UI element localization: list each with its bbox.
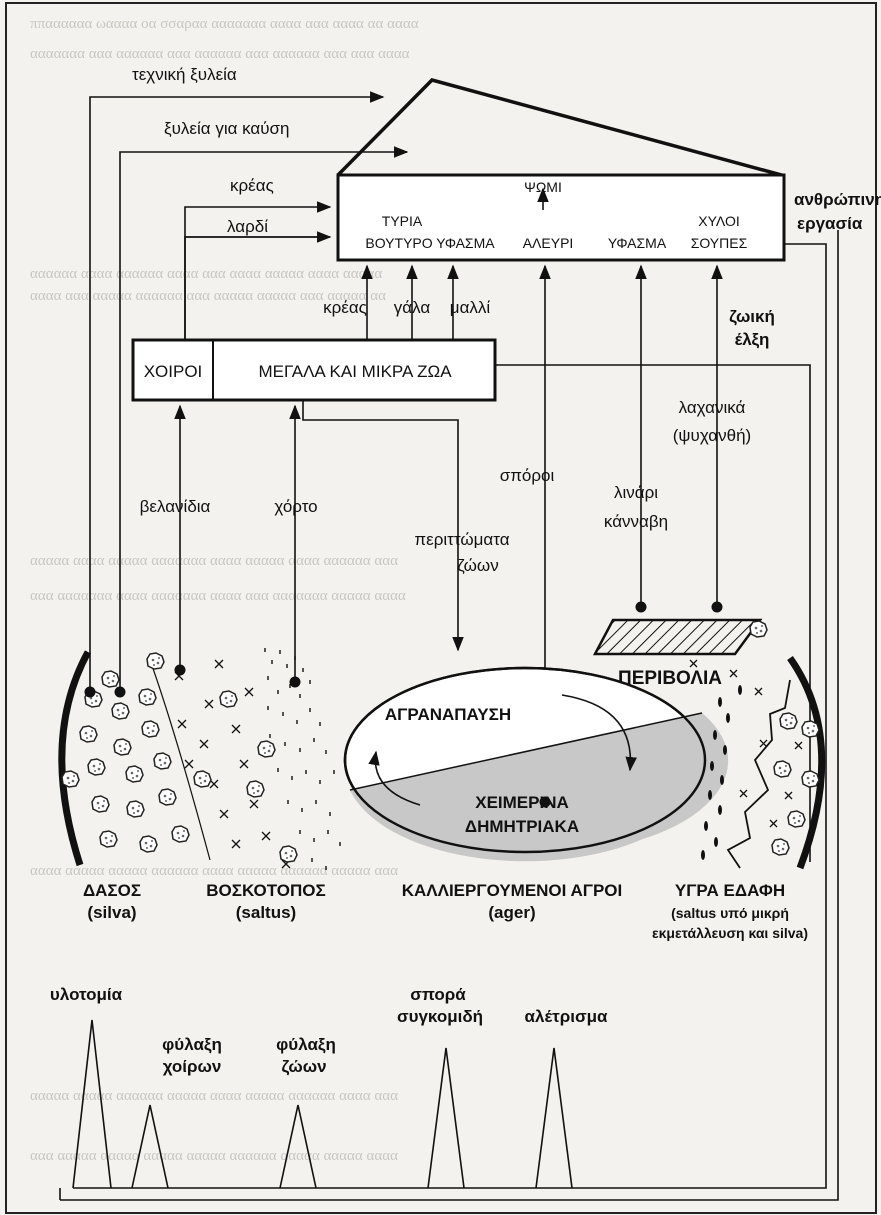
svg-text:ααααα ααααα αααααα ααααα αααα: ααααα ααααα αααααα ααααα αααα ααααα αααα… [30, 1088, 398, 1104]
forest-latin-label: (silva) [87, 903, 136, 922]
sowing-label: σπορά [410, 985, 466, 1004]
manure-label-1: περιττώματα [414, 530, 509, 549]
wetlands-latin-label-1: (saltus υπό μικρή [671, 905, 789, 921]
animals-box [131, 338, 497, 402]
house-roof [336, 78, 786, 178]
forest-label: ΔΑΣΟΣ [83, 881, 141, 900]
svg-text:αααααα αααα αααααα αααα ααα αα: αααααα αααα αααααα αααα ααα αααα ααααα α… [30, 266, 382, 282]
svg-text:ααα ααααααα αααα ααααααα αααα: ααα ααααααα αααα ααααααα αααα ααα αααααα… [30, 588, 406, 604]
seeds-source-dot [539, 796, 551, 808]
human-labor-label-1: ανθρώπινη [794, 190, 881, 209]
threshing-label: αλέτρισμα [525, 1007, 608, 1026]
gardens-label: ΠΕΡΙΒΟΛΙΑ [618, 668, 722, 689]
juices-label: ΧΥΛΟΙ [698, 213, 739, 229]
animal-keeping-label-1: φύλαξη [276, 1035, 336, 1054]
fields-label: ΚΑΛΛΙΕΡΓΟΥΜΕΝΟΙ ΑΓΡΟΙ [402, 881, 623, 900]
grass-label: χόρτο [274, 497, 317, 516]
wetlands-boundary [787, 655, 826, 870]
manure-arrow [302, 400, 464, 652]
svg-text:ααααααα ααα αααααα ααα αααααα: ααααααα ααα αααααα ααα αααααα ααα αααααα… [30, 46, 410, 62]
rotation-arrow-left [368, 750, 421, 806]
bread-label: ΨΩΜΙ [524, 179, 562, 195]
fields-latin-label: (ager) [488, 903, 535, 922]
flax-source-dot [635, 601, 647, 613]
manure-label-2: ζώων [457, 556, 498, 575]
svg-text:αααα ααα ααααα αααααα ααα αααα: αααα ααα ααααα αααααα ααα ααααα ααααα αα… [30, 288, 386, 304]
pasture-latin-label: (saltus) [236, 903, 296, 922]
pasture [174, 659, 291, 869]
vegetables-source-dot [711, 601, 723, 613]
gardens: ΠΕΡΙΒΟΛΙΑ [592, 601, 763, 689]
fallow-label: ΑΓΡΑΝΑΠΑΥΣΗ [385, 705, 511, 724]
pig-keeping-label-1: φύλαξη [162, 1035, 222, 1054]
lard-label: λαρδί [227, 217, 268, 236]
animals: ΧΟΙΡΟΙ ΜΕΓΑΛΑ ΚΑΙ ΜΙΚΡΑ ΖΩΑ [131, 338, 497, 402]
gardens-plot [592, 618, 763, 656]
winter-grain-label-1: ΧΕΙΜΕΡΙΝΑ [475, 793, 569, 812]
svg-text:ππαααααα ωαααα οα σσαραα ααααα: ππαααααα ωαααα οα σσαραα ααααααα αααα αα… [30, 16, 419, 32]
acorns-label: βελανίδια [140, 497, 211, 516]
human-labor-line-inner [73, 243, 827, 1189]
cheese-label: ΤΥΡΙΑ [382, 213, 423, 229]
hemp-label: κάνναβη [604, 512, 668, 531]
wool-label: μαλλί [450, 298, 491, 317]
fields-divider [349, 712, 703, 791]
labor-spikes [59, 1019, 573, 1200]
frame-border [5, 2, 877, 1214]
wetlands-edge [726, 679, 791, 869]
forest-pasture-boundary [149, 659, 211, 861]
human-labor-line-outer [60, 230, 839, 1201]
household: ΨΩΜΙ ΤΥΡΙΑ ΒΟΥΤΥΡΟ ΥΦΑΣΜΑ ΑΛΕΥΡΙ ΥΦΑΣΜΑ … [336, 78, 786, 262]
animal-draft-label-1: ζωική [729, 307, 775, 326]
bleed-through-text: ππαααααα ωαααα οα σσαραα ααααααα αααα αα… [30, 16, 419, 1164]
forest [58, 650, 211, 867]
meat-label-top: κρέας [230, 176, 274, 195]
winter-grain-fill [350, 713, 729, 853]
rotation-arrow-right [561, 694, 637, 772]
soups-label: ΣΟΥΠΕΣ [691, 235, 748, 251]
technical-wood-arrow [89, 91, 385, 690]
forest-boundary [58, 650, 92, 867]
cloth-label: ΥΦΑΣΜΑ [608, 235, 667, 251]
pasture-label: ΒΟΣΚΟΤΟΠΟΣ [206, 881, 325, 900]
butter-cloth-label: ΒΟΥΤΥΡΟ ΥΦΑΣΜΑ [365, 235, 495, 251]
grass-marks [264, 648, 341, 870]
human-labor-label-2: εργασία [797, 214, 863, 233]
vegetables-label-2: (ψυχανθή) [673, 426, 751, 445]
firewood-arrow [119, 146, 409, 690]
animal-keeping-label-2: ζώων [281, 1057, 326, 1076]
flax-label: λινάρι [614, 483, 658, 502]
cultivated-fields: ΑΓΡΑΝΑΠΑΥΣΗ ΧΕΙΜΕΡΙΝΑ ΔΗΜΗΤΡΙΑΚΑ [343, 666, 729, 862]
fields-ellipse-outline [343, 666, 707, 854]
svg-text:ααααα αααα ααααα ααααααα αααα: ααααα αααα ααααα ααααααα αααα ααααα αααα… [30, 553, 398, 569]
wetlands-label: ΥΓΡΑ ΕΔΑΦΗ [675, 881, 785, 900]
harvest-label: συγκομιδή [397, 1007, 483, 1026]
technical-wood-label: τεχνική ξυλεία [132, 65, 237, 84]
meat-label: κρέας [323, 298, 367, 317]
seeds-label: σπόροι [500, 466, 555, 485]
pig-keeping-label-2: χοίρων [163, 1057, 222, 1076]
logging-label: υλοτομία [50, 985, 123, 1004]
svg-text:αααα ααααα ααααα αααααα αααα α: αααα ααααα ααααα αααααα αααα ααααα ααααα… [30, 863, 398, 879]
milk-label: γάλα [394, 298, 431, 317]
vegetables-label-1: λαχανικά [679, 398, 746, 417]
wetlands [689, 620, 826, 870]
firewood-label: ξυλεία για καύση [164, 119, 290, 138]
household-box [336, 173, 786, 262]
pigs-label: ΧΟΙΡΟΙ [144, 362, 203, 381]
large-small-animals-label: ΜΕΓΑΛΑ ΚΑΙ ΜΙΚΡΑ ΖΩΑ [258, 362, 452, 381]
animal-draft-label-2: έλξη [735, 330, 770, 349]
wetlands-latin-label-2: εκμετάλλευση και silva) [652, 925, 808, 941]
winter-grain-label-2: ΔΗΜΗΤΡΙΑΚΑ [465, 817, 579, 836]
flour-label: ΑΛΕΥΡΙ [523, 235, 574, 251]
svg-text:ααα ααααα ααααα ααααα ααααα αα: ααα ααααα ααααα ααααα ααααα αααααα ααααα… [30, 1148, 398, 1164]
